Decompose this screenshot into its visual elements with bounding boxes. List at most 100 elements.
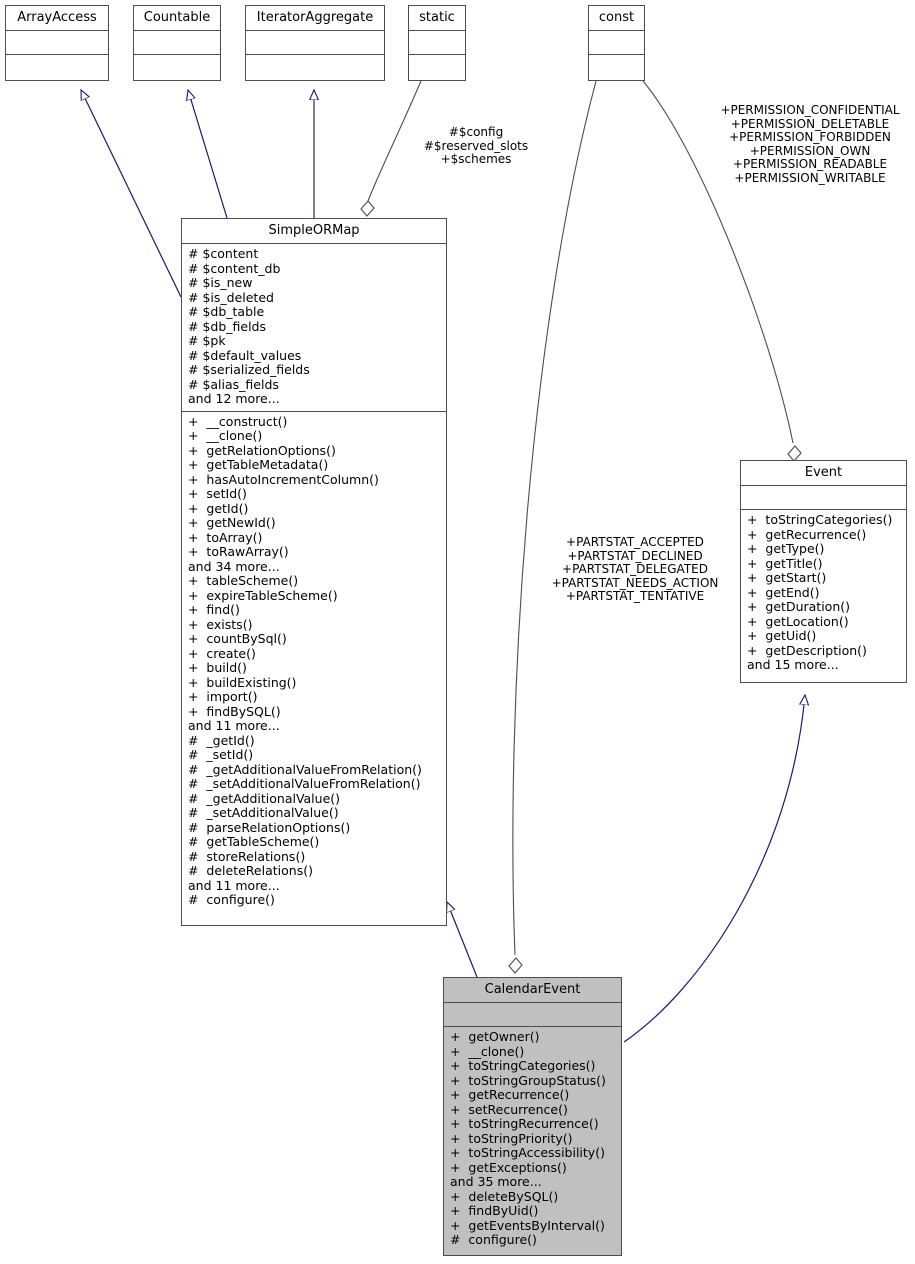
class-box-calendarevent[interactable]: CalendarEvent + getOwner()+ __clone()+ t…: [443, 977, 622, 1256]
class-box-countable[interactable]: Countable: [133, 5, 221, 81]
class-member-line: + getRecurrence(): [450, 1087, 570, 1102]
edge-arrayaccess-simpleormap: [81, 90, 182, 298]
class-box-iteratoraggregate[interactable]: IteratorAggregate: [245, 5, 385, 81]
class-box-const[interactable]: const: [588, 5, 645, 81]
class-member-line: # $content: [188, 246, 259, 261]
class-member-line: and 11 more...: [188, 718, 280, 733]
class-member-line: # $is_deleted: [188, 289, 274, 305]
class-title-static: static: [409, 6, 465, 31]
class-title-arrayaccess: ArrayAccess: [6, 6, 108, 31]
class-member-line: + toStringGroupStatus(): [450, 1072, 606, 1088]
class-title-countable: Countable: [134, 6, 220, 31]
class-member-line: + toRawArray(): [188, 544, 289, 559]
class-member-line: and 11 more...: [188, 877, 280, 893]
class-box-simpleormap[interactable]: SimpleORMap # $content# $content_db# $is…: [181, 218, 447, 926]
class-member-line: # configure(): [450, 1232, 537, 1247]
class-member-line: + getTableMetadata(): [188, 457, 329, 472]
class-ops-simpleormap: + __construct()+ __clone()+ getRelationO…: [182, 412, 446, 912]
class-title-calendarevent: CalendarEvent: [444, 978, 621, 1003]
class-member-line: # $default_values: [188, 347, 302, 363]
class-attrs-const: [589, 31, 644, 55]
class-member-line: + expireTableScheme(): [188, 587, 338, 603]
class-member-line: + setRecurrence(): [450, 1101, 568, 1117]
class-member-line: # storeRelations(): [188, 848, 306, 864]
class-member-line: # $db_fields: [188, 318, 267, 334]
class-member-line: + toArray(): [188, 529, 263, 545]
class-member-line: + exists(): [188, 616, 253, 632]
class-member-line: + tableScheme(): [188, 573, 299, 588]
class-member-line: + find(): [188, 602, 240, 617]
class-member-line: + findByUid(): [450, 1203, 539, 1218]
class-member-line: # getTableScheme(): [188, 834, 320, 849]
class-member-line: + getUid(): [747, 628, 817, 643]
class-member-line: + getRecurrence(): [747, 526, 867, 542]
class-member-line: and 15 more...: [747, 657, 839, 672]
class-member-line: + getOwner(): [450, 1029, 540, 1044]
class-member-line: + getLocation(): [747, 613, 849, 629]
class-box-arrayaccess[interactable]: ArrayAccess: [5, 5, 109, 81]
class-member-line: + setId(): [188, 486, 247, 501]
class-ops-static: [409, 55, 465, 80]
class-member-line: + buildExisting(): [188, 674, 297, 690]
class-title-const: const: [589, 6, 644, 31]
class-attrs-simpleormap: # $content# $content_db# $is_new# $is_de…: [182, 244, 446, 412]
class-member-line: # _setAdditionalValueFromRelation(): [188, 776, 421, 791]
class-member-line: + getTitle(): [747, 555, 823, 571]
class-member-line: + getRelationOptions(): [188, 442, 336, 458]
edge-label-static-simpleormap: #$config #$reserved_slots +$schemes: [423, 125, 529, 167]
edge-simpleormap-calendarevent: [447, 902, 478, 978]
class-member-line: + getEventsByInterval(): [450, 1217, 605, 1233]
class-member-line: + getEnd(): [747, 584, 820, 600]
edge-event-calendarevent: [623, 695, 805, 1043]
class-member-line: and 34 more...: [188, 558, 280, 574]
class-member-line: + toStringAccessibility(): [450, 1145, 605, 1160]
class-ops-event: + toStringCategories()+ getRecurrence()+…: [741, 510, 906, 677]
class-member-line: + import(): [188, 689, 258, 704]
class-title-iteratoraggregate: IteratorAggregate: [246, 6, 384, 31]
class-attrs-event: [741, 486, 906, 510]
class-member-line: + deleteBySQL(): [450, 1188, 559, 1204]
class-member-line: # _setId(): [188, 747, 254, 762]
class-member-line: + __clone(): [450, 1043, 525, 1059]
class-member-line: # deleteRelations(): [188, 863, 313, 878]
class-member-line: # _getAdditionalValue(): [188, 790, 341, 806]
class-ops-countable: [134, 55, 220, 80]
class-title-event: Event: [741, 461, 906, 486]
class-member-line: and 35 more...: [450, 1174, 542, 1189]
class-member-line: + getExceptions(): [450, 1159, 567, 1175]
edge-label-const-calendarevent: +PARTSTAT_ACCEPTED +PARTSTAT_DECLINED +P…: [551, 535, 719, 604]
class-member-line: # $content_db: [188, 260, 281, 276]
class-member-line: + toStringCategories(): [450, 1058, 596, 1073]
class-ops-calendarevent: + getOwner()+ __clone()+ toStringCategor…: [444, 1027, 621, 1252]
class-member-line: # _getId(): [188, 732, 255, 748]
class-member-line: + toStringPriority(): [450, 1130, 573, 1146]
class-title-simpleormap: SimpleORMap: [182, 219, 446, 244]
class-box-event[interactable]: Event + toStringCategories()+ getRecurre…: [740, 460, 907, 683]
class-ops-iteratoraggregate: [246, 55, 384, 80]
class-member-line: # _setAdditionalValue(): [188, 805, 339, 820]
class-member-line: # configure(): [188, 892, 275, 907]
class-member-line: + hasAutoIncrementColumn(): [188, 471, 379, 487]
class-member-line: # _getAdditionalValueFromRelation(): [188, 761, 422, 777]
class-member-line: + build(): [188, 660, 247, 675]
class-attrs-calendarevent: [444, 1003, 621, 1027]
class-box-static[interactable]: static: [408, 5, 466, 81]
class-member-line: + countBySql(): [188, 631, 287, 646]
edge-label-const-event: +PERMISSION_CONFIDENTIAL +PERMISSION_DEL…: [720, 103, 900, 185]
class-attrs-iteratoraggregate: [246, 31, 384, 55]
class-member-line: and 12 more...: [188, 391, 280, 406]
class-member-line: # $alias_fields: [188, 376, 279, 392]
class-member-line: + getType(): [747, 541, 825, 556]
class-member-line: + create(): [188, 645, 256, 661]
class-member-line: # $pk: [188, 333, 226, 348]
class-member-line: + getNewId(): [188, 515, 276, 530]
class-member-line: # parseRelationOptions(): [188, 819, 351, 835]
class-member-line: + getId(): [188, 500, 249, 516]
class-member-line: + __construct(): [188, 413, 288, 429]
class-ops-arrayaccess: [6, 55, 108, 80]
class-member-line: # $serialized_fields: [188, 362, 310, 377]
class-member-line: + toStringRecurrence(): [450, 1116, 599, 1131]
class-member-line: + getDescription(): [747, 642, 867, 658]
edge-countable-simpleormap: [188, 90, 228, 219]
